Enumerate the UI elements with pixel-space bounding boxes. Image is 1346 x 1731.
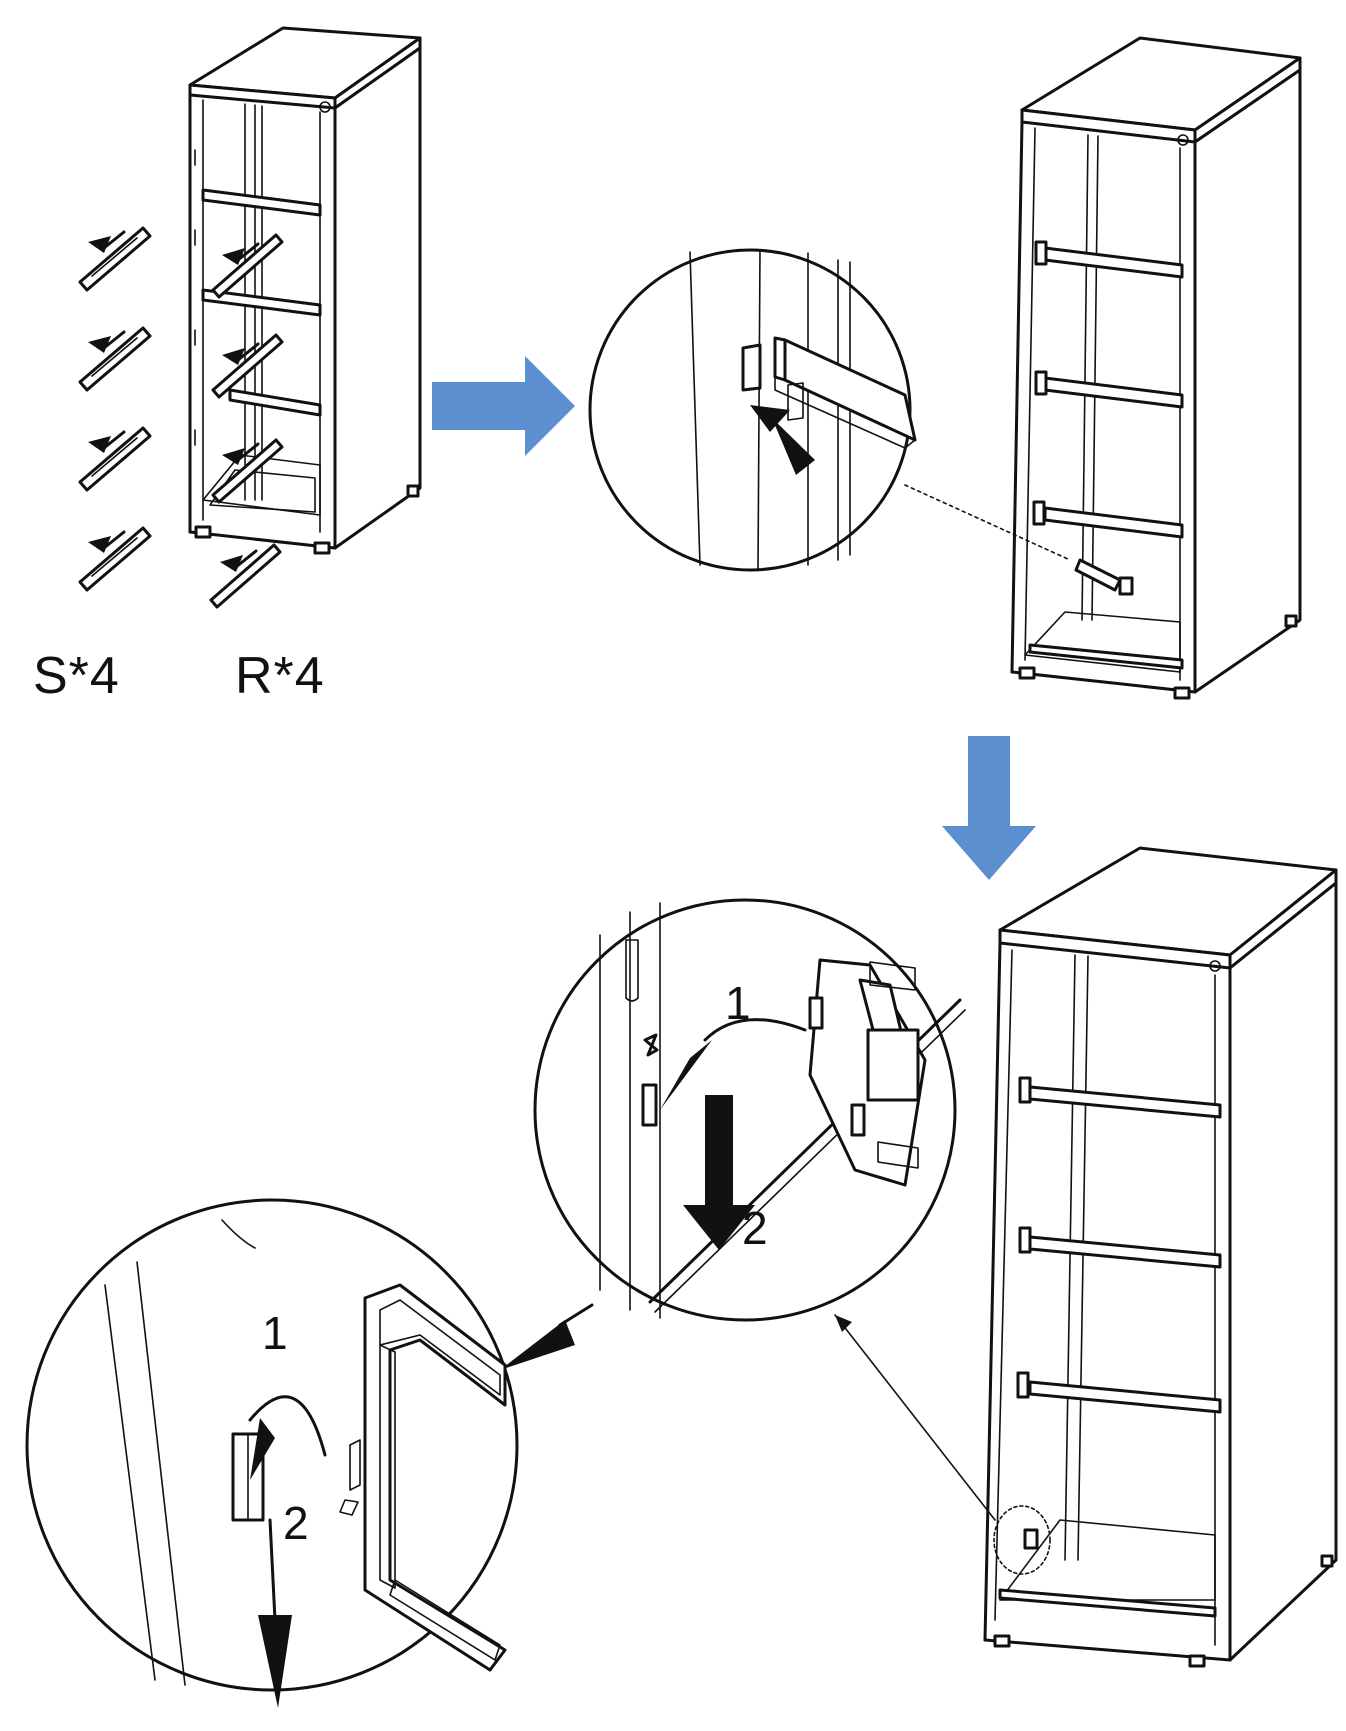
cabinet-rails-installed xyxy=(1010,36,1302,700)
s-slide-parts xyxy=(78,226,152,592)
arrow-down-icon xyxy=(942,736,1036,880)
cabinet-clips-installed xyxy=(834,846,1338,1668)
s-parts-label: S*4 xyxy=(33,647,120,705)
zoom-detail-rail-hook xyxy=(588,248,1071,572)
pointer-arrow-icon xyxy=(500,1320,575,1370)
step-one-label: 1 xyxy=(725,977,751,1029)
step-two-label: 2 xyxy=(283,1497,309,1549)
cabinet-open-frame xyxy=(188,26,422,555)
arrow-right-icon xyxy=(432,356,575,456)
step-two-label: 2 xyxy=(742,1202,768,1254)
step-one-label: 1 xyxy=(262,1307,288,1359)
r-parts-label: R*4 xyxy=(235,647,325,705)
r-rail-parts xyxy=(209,233,284,609)
zoom-detail-slide-clip xyxy=(25,1198,519,1708)
zoom-detail-clip xyxy=(533,898,966,1322)
